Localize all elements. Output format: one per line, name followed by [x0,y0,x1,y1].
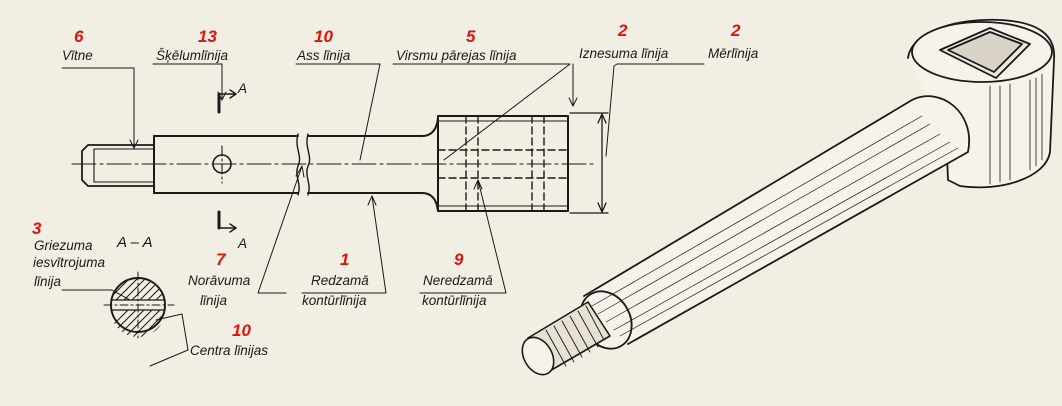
break-line [296,133,301,196]
shaft-head [437,115,569,212]
callout-label: Ass līnija [296,48,351,63]
callout-number: 1 [340,250,349,269]
callout-number: 2 [730,21,741,40]
callout-number: 10 [232,321,251,340]
callout-number: 7 [216,250,227,269]
callout-number: 3 [32,219,42,238]
callout-number: 10 [314,27,333,46]
callout-label: Šķēlumlīnija [156,48,229,63]
callout-label: Virsmu pārejas līnija [396,48,517,63]
callout-vitne: 6 Vītne [62,27,93,63]
callout-number: 9 [454,250,464,269]
callout-label-line: Griezuma [34,238,93,253]
callout-skelumlinija: 13 Šķēlumlīnija [156,27,229,63]
callout-number: 5 [466,27,476,46]
thread-end [81,144,155,187]
dimension-line [597,113,607,213]
break-line-2 [306,133,311,196]
section-letter-bottom: A [237,236,247,251]
callout-label: Mērlīnija [708,46,759,61]
callout-number: 13 [198,27,217,46]
callout-label-line: Neredzamā [423,273,493,288]
callout-number: 6 [74,27,84,46]
iso-thread [521,301,611,376]
callout-iznesuma: 2 Iznesuma līnija [579,21,669,61]
callout-noravuma: 7 Norāvuma līnija [188,250,251,308]
callout-label: Vītne [62,48,93,63]
callout-merlinija: 2 Mērlīnija [708,21,759,61]
callout-label-line: kontūrlīnija [422,293,487,308]
callout-label-line: Redzamā [311,273,369,288]
isometric-part [521,18,1055,376]
callout-label-line: kontūrlīnija [302,293,367,308]
section-view [103,271,175,339]
callout-label-line: Norāvuma [188,273,251,288]
callout-ass-linija: 10 Ass līnija [296,27,351,63]
callout-label-line: iesvītrojuma [33,255,106,270]
extension-lines [569,112,609,214]
iso-head [907,18,1055,189]
iso-shaft [579,95,971,350]
callout-redzama: 1 Redzamā kontūrlīnija [302,250,369,308]
callout-label: Centra līnijas [190,343,268,358]
callout-neredzama: 9 Neredzamā kontūrlīnija [422,250,493,308]
callout-label: Iznesuma līnija [579,46,669,61]
callout-label-line: līnija [34,274,62,289]
leader-lines [61,63,705,367]
callout-griezuma: 3 Griezuma iesvītrojuma līnija [32,219,106,289]
callout-virsmu-parejas: 5 Virsmu pārejas līnija [396,27,517,63]
section-letter-top: A [237,81,247,96]
callout-label-line: līnija [200,293,228,308]
section-title: A – A [116,234,153,251]
callout-centra: 10 Centra līnijas [190,321,268,358]
callout-number: 2 [617,21,628,40]
